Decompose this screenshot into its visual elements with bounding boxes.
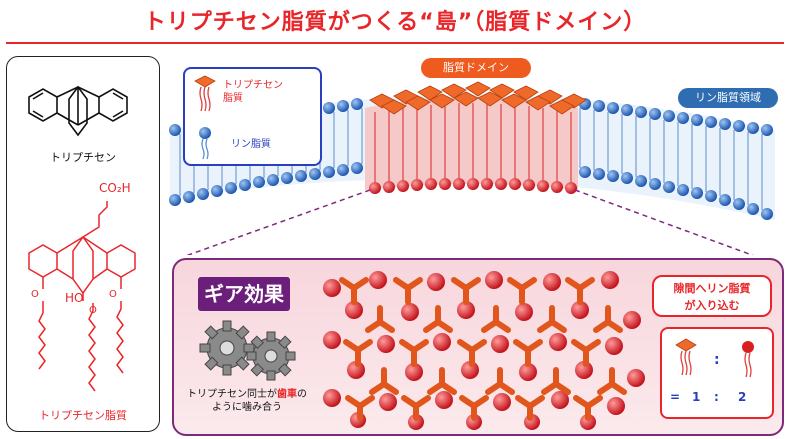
- ho-label: HO: [65, 291, 84, 305]
- ratio-equals: =: [670, 390, 681, 404]
- packing-illustration: [323, 271, 645, 430]
- domain-triptycene-heads: [369, 81, 587, 115]
- ratio-icons: [675, 338, 754, 378]
- legend-phospholipid-icon: [199, 127, 211, 160]
- gear-effect-title: ギア効果: [198, 277, 290, 311]
- caption-highlight: 歯車: [277, 389, 297, 400]
- legend-triptycene-lipid-label: トリプチセン 脂質: [223, 80, 283, 104]
- ratio-triptycene-icon: [675, 338, 697, 376]
- legend-box: トリプチセン 脂質 リン脂質: [183, 67, 322, 166]
- zoom-dashed-lines: [186, 189, 755, 255]
- lower-headgroups-red: [369, 178, 577, 194]
- molecule-structures: O O O: [28, 85, 136, 392]
- structure-panel: O O O トリプチセン CO₂H HO トリプチセン脂質: [6, 56, 160, 432]
- svg-text:O: O: [31, 289, 39, 300]
- phospholipid-insertion-callout: 隙間へリン脂質 が入り込む: [652, 275, 772, 317]
- caption-part-2: の ように噛み合う: [212, 389, 307, 413]
- triptycene-structure: [28, 85, 128, 137]
- legend-phospholipid-label: リン脂質: [231, 139, 271, 150]
- triptycene-lipid-structure: [28, 201, 136, 392]
- co2h-label: CO₂H: [99, 181, 131, 195]
- ratio-colon: :: [714, 352, 720, 368]
- gears-icon: [199, 320, 296, 381]
- ratio-phospholipid-icon: [742, 341, 754, 378]
- lipid-domain-label: 脂質ドメイン: [421, 58, 531, 78]
- lipid-domain-region: [365, 97, 578, 190]
- triptycene-lipid-label: トリプチセン脂質: [39, 409, 127, 422]
- lipid-tails-right: [579, 108, 763, 210]
- legend-triptycene-icon: [194, 75, 216, 112]
- svg-text:O: O: [109, 289, 117, 300]
- phospholipid-region-label: リン脂質領域: [678, 88, 778, 108]
- triptycene-label: トリプチセン: [50, 151, 116, 164]
- gear-caption: トリプチセン同士が歯車の ように噛み合う: [176, 388, 318, 414]
- ratio-right-value: 2: [738, 390, 747, 404]
- ratio-left-value: 1: [692, 390, 701, 404]
- domain-tails: [374, 103, 572, 182]
- legend-icons: [194, 75, 216, 160]
- triptycene-tripods: [339, 277, 627, 421]
- svg-text:O: O: [89, 305, 97, 316]
- title-underline: [6, 42, 784, 44]
- ratio-box: [660, 327, 774, 419]
- lower-headgroups-blue: [169, 162, 773, 220]
- page-title: トリプチセン脂質がつくる“島”（脂質ドメイン）: [143, 10, 647, 35]
- caption-part-1: トリプチセン同士が: [187, 389, 277, 400]
- phospholipid-spheres: [323, 271, 645, 430]
- ratio-separator: :: [714, 390, 719, 404]
